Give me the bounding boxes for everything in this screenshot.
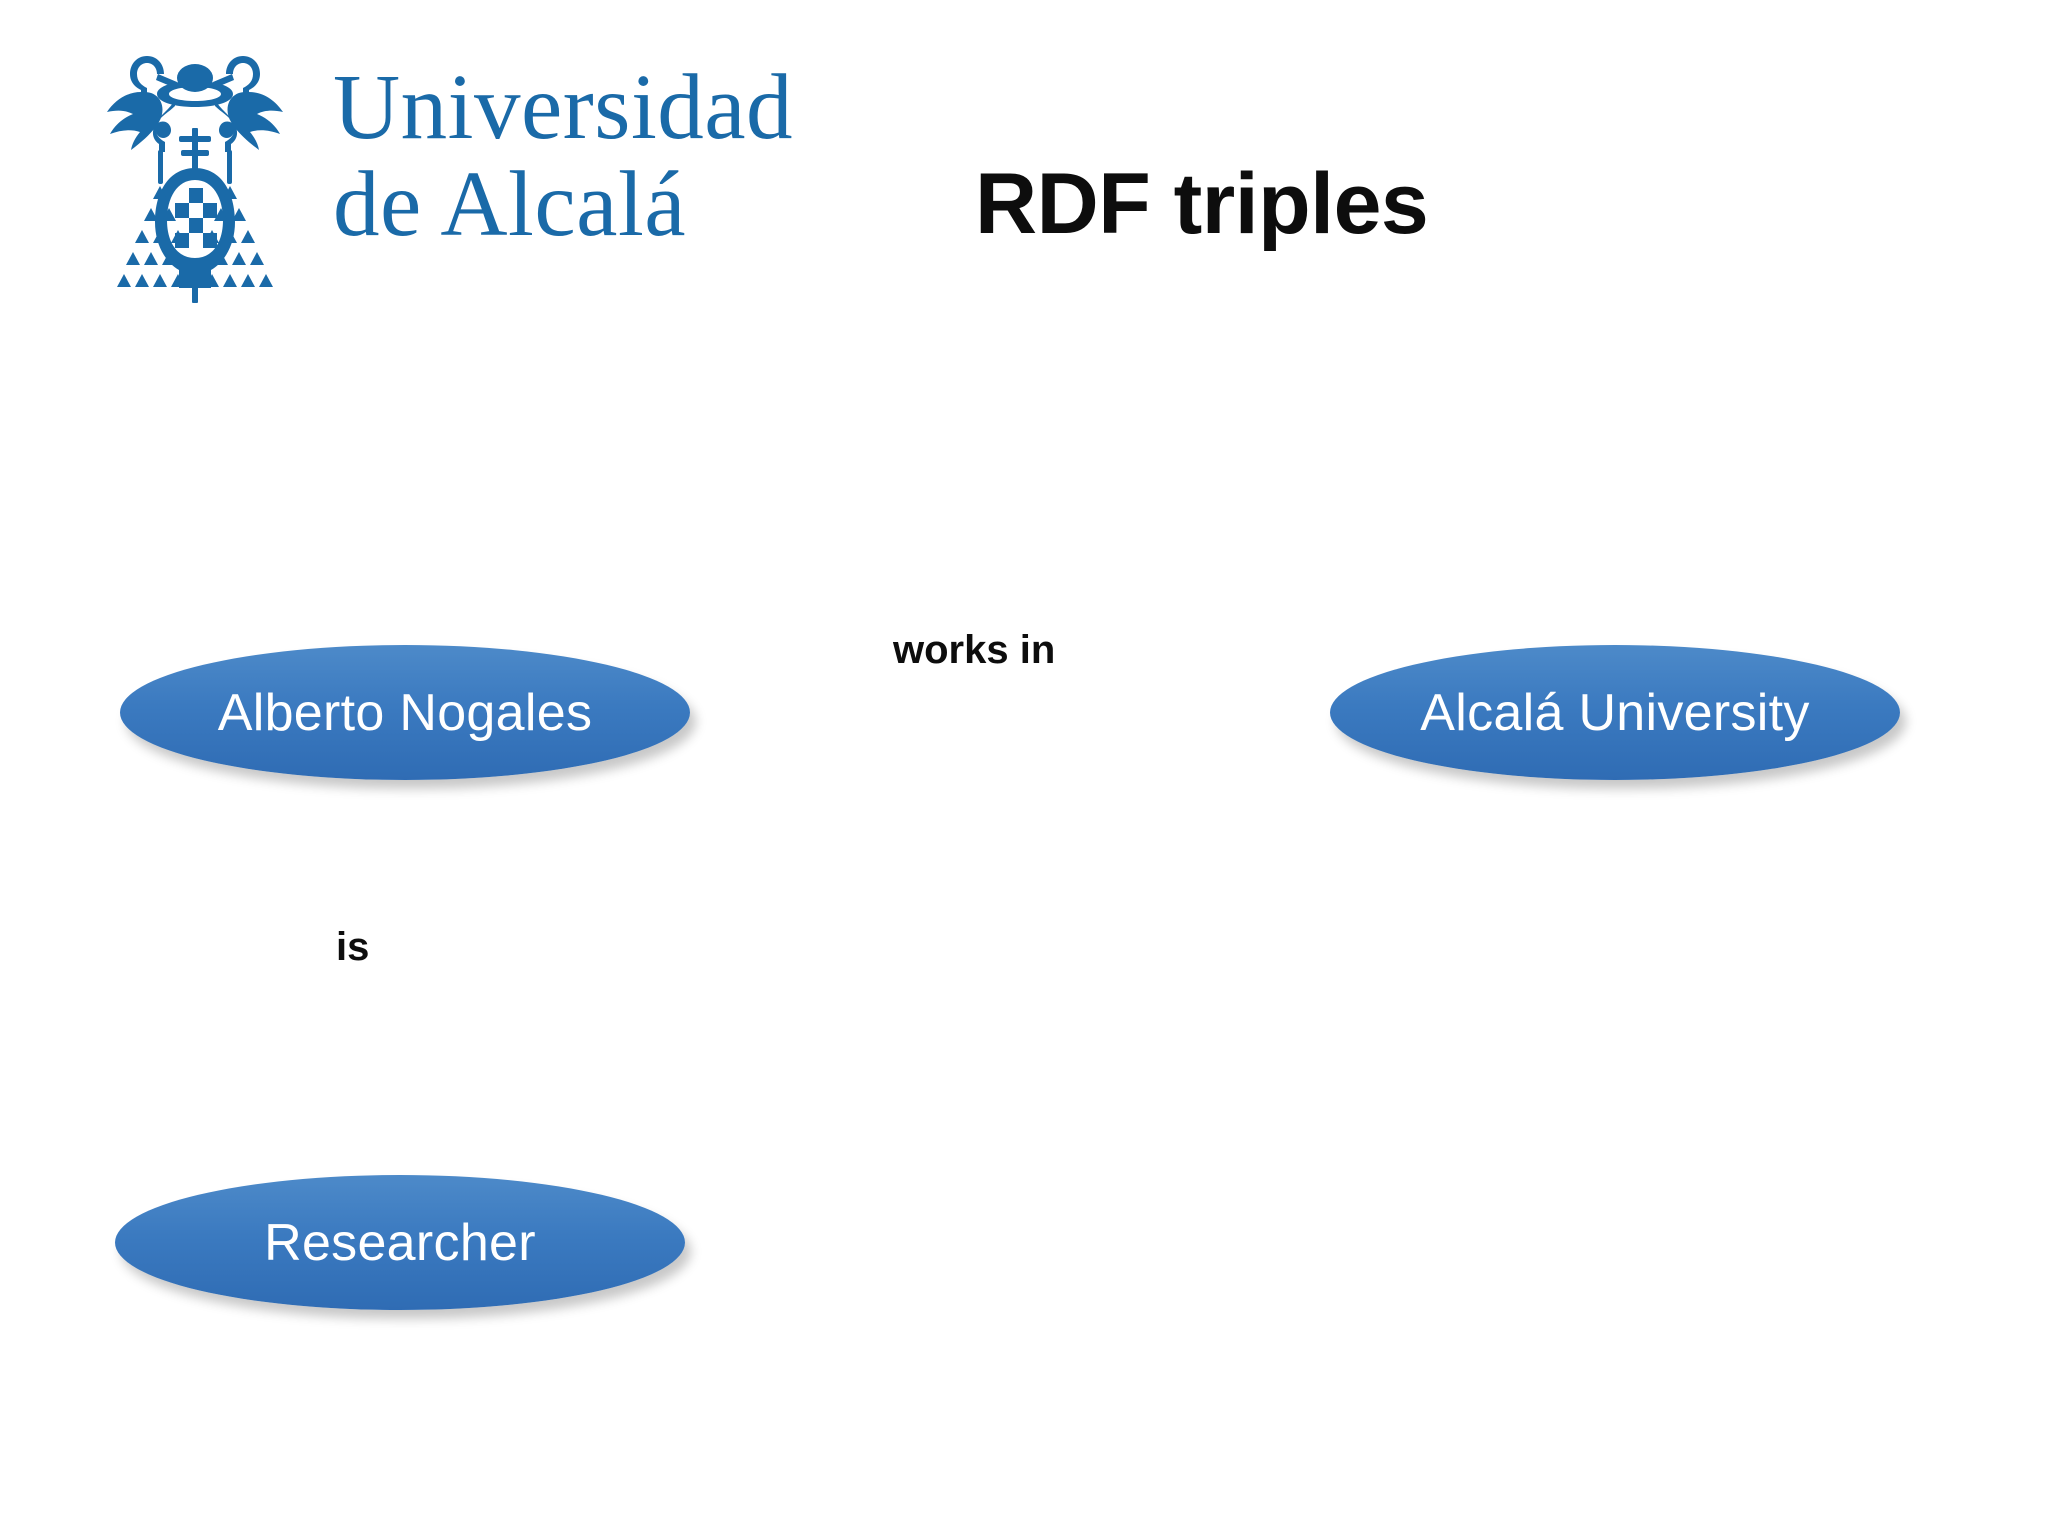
edge-label-is: is bbox=[336, 925, 370, 969]
edge-label-works-in: works in bbox=[893, 628, 1056, 672]
graph-node-role[interactable]: Researcher bbox=[115, 1175, 685, 1310]
university-crest-icon bbox=[107, 56, 283, 303]
wordmark-line-de-alcala: de Alcalá bbox=[333, 153, 687, 257]
graph-node-role-label: Researcher bbox=[264, 1213, 536, 1272]
graph-node-person[interactable]: Alberto Nogales bbox=[120, 645, 690, 780]
graph-node-organization-label: Alcalá University bbox=[1420, 683, 1810, 742]
graph-node-person-label: Alberto Nogales bbox=[217, 683, 593, 742]
university-logo: Universidad de Alcalá bbox=[95, 40, 793, 305]
graph-node-organization[interactable]: Alcalá University bbox=[1330, 645, 1900, 780]
university-wordmark: Universidad de Alcalá bbox=[333, 56, 794, 257]
wordmark-line-universidad: Universidad bbox=[333, 56, 794, 159]
page-title: RDF triples bbox=[975, 156, 1429, 252]
